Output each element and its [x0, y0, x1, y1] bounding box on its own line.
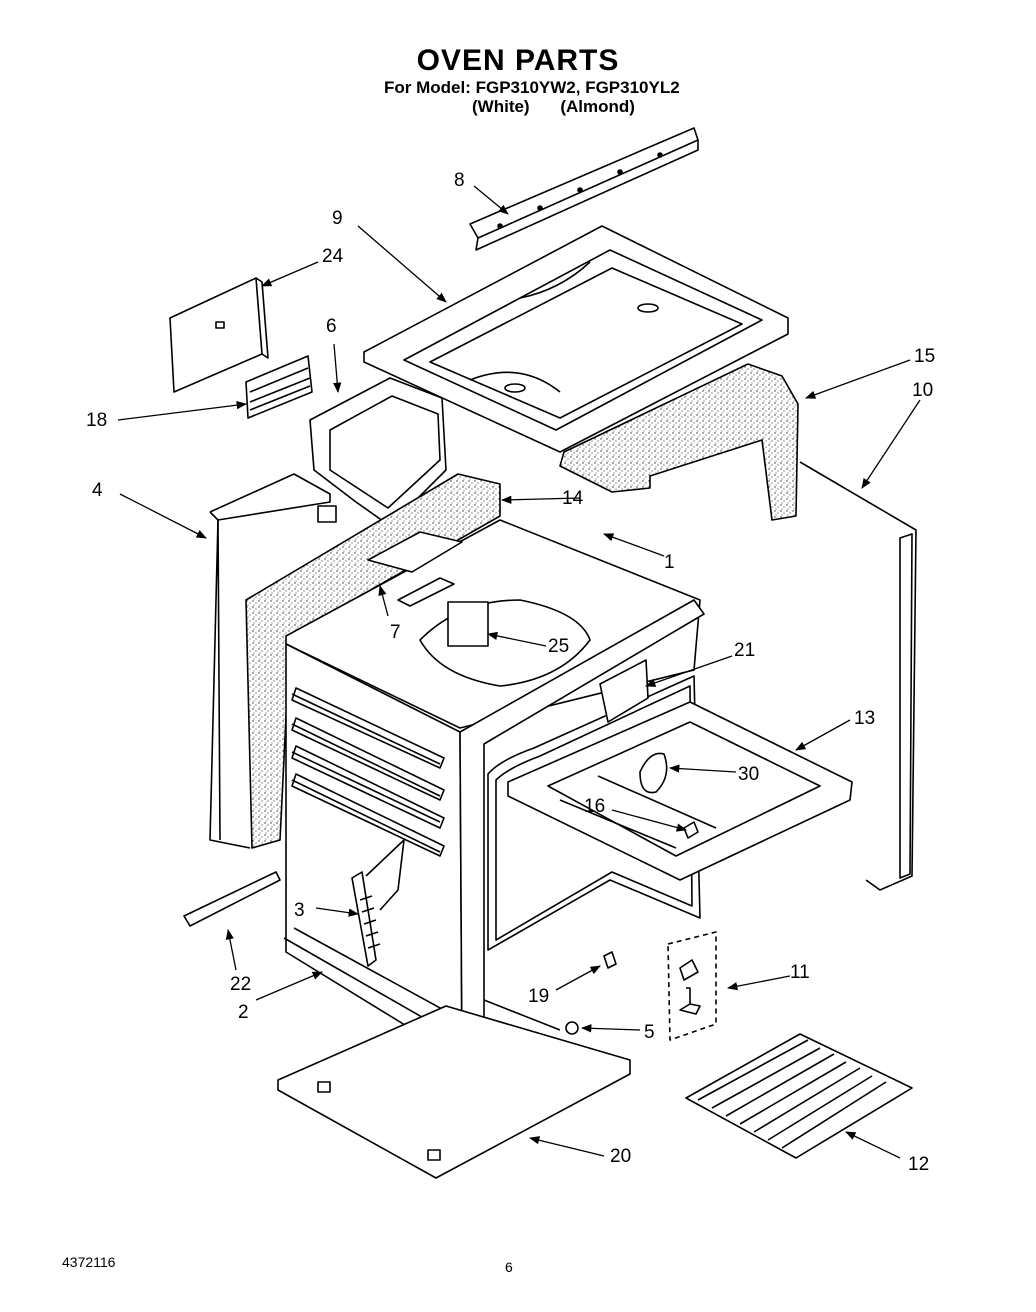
part-10-side-panel [799, 461, 917, 891]
callout-9: 9 [332, 208, 343, 229]
callout-5: 5 [644, 1022, 655, 1043]
callout-16: 16 [584, 796, 605, 817]
callout-14: 14 [562, 488, 584, 509]
part-8-rail [469, 127, 699, 251]
part-22-rail [183, 871, 281, 927]
callout-20: 20 [610, 1146, 631, 1167]
part-15-insulation [559, 363, 799, 521]
page-number: 6 [505, 1259, 513, 1275]
callout-1: 1 [664, 552, 675, 573]
part-11-leveling-leg [667, 931, 717, 1041]
callout-3: 3 [294, 900, 305, 921]
callout-7: 7 [390, 622, 401, 643]
callout-25: 25 [548, 636, 569, 657]
part-3-hinge [351, 839, 405, 967]
variant-almond: (Almond) [560, 97, 635, 116]
part-18-vent [245, 355, 313, 419]
part-13-broiler-pan [507, 701, 853, 881]
part-19-clip [603, 951, 617, 969]
callout-4: 4 [92, 480, 103, 501]
doc-number: 4372116 [62, 1254, 116, 1270]
part-5-screw [565, 1021, 579, 1035]
variant-line: (White) (Almond) [472, 97, 635, 117]
part-4-side-panel [209, 473, 337, 849]
part-20-drawer-panel [277, 1005, 631, 1179]
callout-24: 24 [322, 246, 344, 267]
part-24-shield [169, 277, 269, 393]
leader-lines [117, 185, 921, 1159]
callout-18: 18 [86, 410, 107, 431]
callout-12: 12 [908, 1154, 929, 1175]
callout-21: 21 [734, 640, 755, 661]
callout-15: 15 [914, 346, 935, 367]
part-12-oven-rack [685, 1033, 913, 1159]
callout-30: 30 [738, 764, 759, 785]
page-title: OVEN PARTS [416, 44, 620, 77]
model-line: For Model: FGP310YW2, FGP310YL2 [384, 78, 680, 97]
callout-13: 13 [854, 708, 875, 729]
callout-11: 11 [790, 962, 810, 983]
callout-8: 8 [454, 170, 465, 191]
callout-2: 2 [238, 1002, 249, 1023]
callout-22: 22 [230, 974, 251, 995]
callout-19: 19 [528, 986, 549, 1007]
callout-labels: 8 9 24 6 15 10 18 4 14 1 7 25 21 13 30 1… [86, 170, 935, 1175]
variant-white: (White) [472, 97, 530, 116]
callout-6: 6 [326, 316, 337, 337]
callout-10: 10 [912, 380, 933, 401]
part-9-frame [363, 225, 789, 453]
